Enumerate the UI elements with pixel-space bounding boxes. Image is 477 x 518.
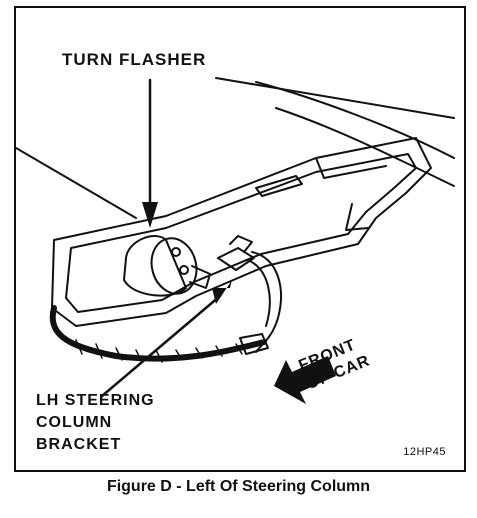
bracket-tray-outer — [51, 137, 432, 327]
harness-wrap — [49, 305, 267, 362]
flasher-end-cap — [150, 237, 198, 295]
wire-second — [247, 259, 271, 327]
connector-tab — [229, 235, 253, 253]
bracket-leader-line — [100, 294, 222, 398]
harness-wrap-hatch — [75, 339, 243, 363]
connector-plug — [217, 247, 255, 271]
flasher-clip — [189, 265, 211, 289]
flasher-arrowhead — [142, 202, 158, 228]
wire-main — [251, 251, 282, 353]
bracket-flange — [315, 157, 387, 179]
harness-end — [239, 333, 269, 355]
bracket-arrowhead — [212, 280, 232, 304]
dash-upper-edge — [255, 81, 455, 159]
flasher-body — [123, 235, 187, 297]
bracket-slot — [255, 175, 303, 197]
figure-frame: TURN FLASHER LH STEERING COLUMN BRACKET … — [14, 6, 466, 472]
turn-flasher-label: TURN FLASHER — [62, 50, 207, 69]
flasher-terminal-1 — [171, 247, 181, 257]
dash-inner-edge — [275, 107, 455, 187]
left-panel-line — [16, 147, 137, 219]
figure-caption: Figure D - Left Of Steering Column — [106, 478, 371, 495]
steering-column-drawing — [16, 77, 455, 404]
lh-steering-column-bracket-label: LH STEERING COLUMN BRACKET — [36, 392, 155, 453]
flasher-terminal-2 — [179, 265, 189, 275]
bracket-tab — [345, 203, 369, 231]
dash-top-line — [215, 77, 455, 119]
front-of-car-arrow — [274, 356, 336, 404]
bracket-tray-inner — [65, 153, 417, 313]
figure-code-label: 12HP45 — [403, 446, 446, 458]
